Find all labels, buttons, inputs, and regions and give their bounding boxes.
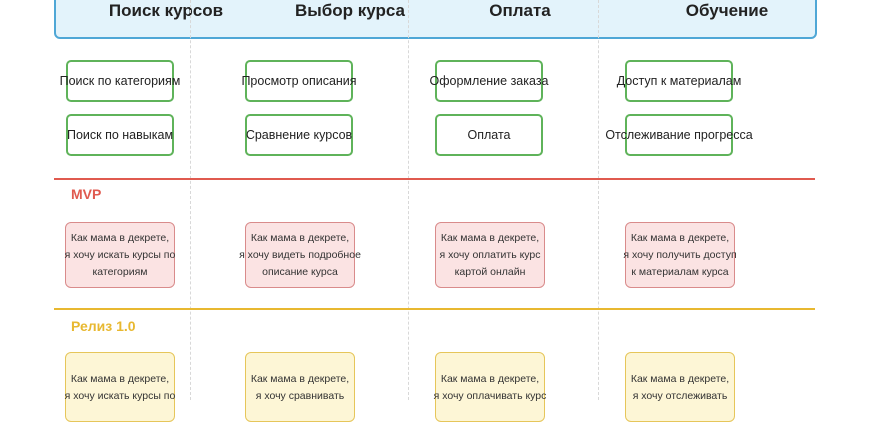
task-card[interactable]: Оплата — [435, 114, 543, 156]
story-text-line: я хочу сравнивать — [255, 390, 345, 402]
story-card[interactable]: Как мама в декрете, я хочу искать курсы п… — [65, 222, 175, 288]
story-text-line: Как мама в декрете, — [70, 231, 170, 244]
task-card[interactable]: Доступ к материалам — [617, 60, 741, 102]
mvp-release-line — [54, 178, 815, 180]
story-text-line: я хочу искать курсы по — [64, 248, 176, 261]
activities-header — [54, 0, 817, 39]
story-card[interactable]: Как мама в декрете, я хочу оплатить курс к… — [435, 222, 545, 288]
task-label: Отслеживание прогресса — [605, 128, 753, 142]
story-text-line: к материалам курса — [631, 265, 729, 278]
story-text-line: я хочу оплачивать курс — [433, 390, 547, 402]
story-text-line: я хочу получить доступ — [623, 248, 737, 261]
story-text-line: Как мама в декрете, — [250, 231, 350, 244]
task-label: Сравнение курсов — [245, 128, 353, 142]
task-card[interactable]: Сравнение курсов — [245, 114, 353, 156]
task-card[interactable]: Поиск по навыкам — [66, 114, 174, 156]
story-text-line: Как мама в декрете, — [630, 373, 730, 385]
story-text-line: я хочу видеть подробное — [239, 248, 361, 261]
task-label: Оформление заказа — [429, 74, 549, 88]
story-card[interactable]: Как мама в декрете, я хочу искать курсы п… — [65, 352, 175, 422]
story-text-line: описание курса — [262, 265, 338, 278]
story-text-line: категориям — [92, 265, 148, 278]
task-card[interactable]: Оформление заказа — [430, 60, 549, 102]
activity-search-courses: Поиск курсов — [108, 1, 224, 20]
story-text-line: я хочу искать курсы по — [64, 390, 176, 402]
task-label: Поиск по категориям — [59, 74, 181, 88]
story-card[interactable]: Как мама в декрете, я хочу сравнивать — [245, 352, 355, 422]
story-text-line: Как мама в декрете, — [440, 373, 540, 385]
activity-choose-course: Выбор курса — [294, 1, 406, 20]
story-card[interactable]: Как мама в декрете, я хочу оплачивать кур… — [433, 352, 547, 422]
task-card[interactable]: Отслеживание прогресса — [605, 114, 753, 156]
activity-payment: Оплата — [489, 1, 551, 20]
task-card[interactable]: Просмотр описания — [241, 60, 357, 102]
release-1-line — [54, 308, 815, 310]
task-label: Оплата — [467, 128, 511, 142]
story-card[interactable]: Как мама в декрете, я хочу видеть подробн… — [239, 222, 361, 288]
task-label: Поиск по навыкам — [66, 128, 174, 142]
story-text-line: картой онлайн — [454, 265, 526, 278]
story-card[interactable]: Как мама в декрете, я хочу отслеживать — [625, 352, 735, 422]
column-divider — [598, 0, 599, 400]
task-label: Доступ к материалам — [616, 74, 742, 88]
story-text-line: Как мама в декрете, — [250, 373, 350, 385]
column-divider — [190, 0, 191, 400]
story-card[interactable]: Как мама в декрете, я хочу получить досту… — [623, 222, 737, 288]
mvp-release-label: MVP — [71, 186, 102, 202]
activity-learning: Обучение — [685, 1, 769, 20]
task-label: Просмотр описания — [241, 74, 357, 88]
story-text-line: Как мама в декрете, — [70, 373, 170, 385]
story-text-line: я хочу оплатить курс — [439, 248, 541, 261]
story-text-line: Как мама в декрете, — [440, 231, 540, 244]
story-text-line: я хочу отслеживать — [632, 390, 728, 402]
release-1-label: Релиз 1.0 — [71, 318, 136, 334]
story-text-line: Как мама в декрете, — [630, 231, 730, 244]
column-divider — [408, 0, 409, 400]
task-card[interactable]: Поиск по категориям — [60, 60, 180, 102]
